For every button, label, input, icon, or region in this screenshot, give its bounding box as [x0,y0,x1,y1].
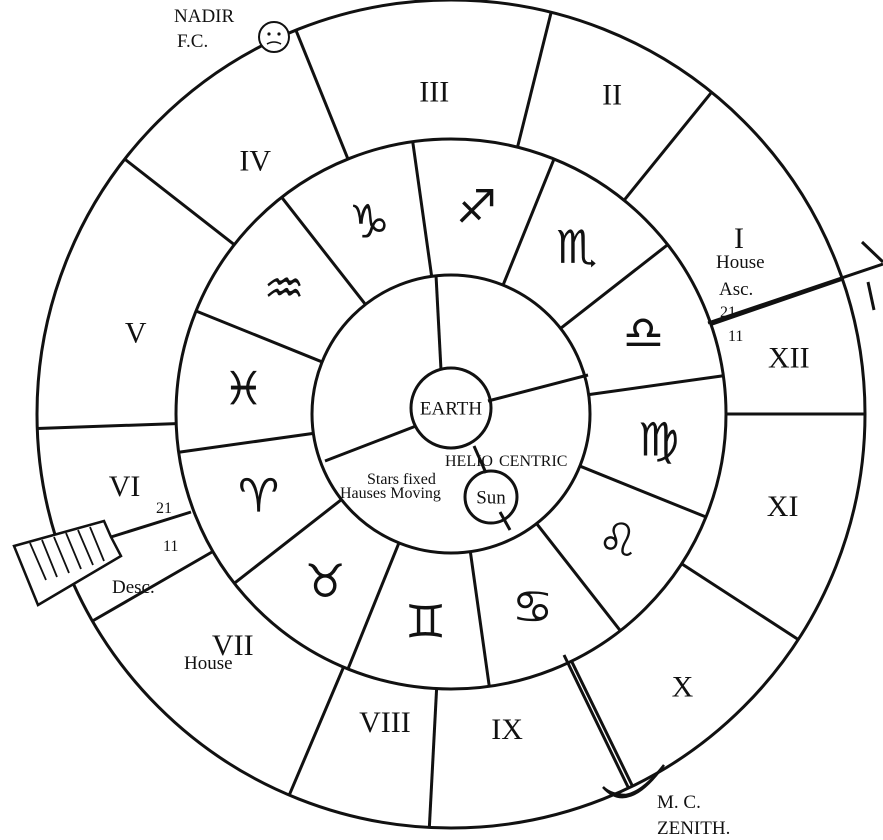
house-cusp-line [518,12,552,147]
house-number-XI: XI [767,490,799,523]
asc-degree: 21 [720,304,736,321]
sign-boundary-line [470,552,489,687]
sign-boundary-line [179,433,314,452]
hauses-moving-label: Hauses Moving [340,485,441,502]
cancer-icon: ♋ [512,579,553,633]
house-number-II: II [602,79,622,112]
house-number-IX: IX [491,713,523,746]
nadir-label: NADIR [174,6,234,27]
sign-boundary-line [348,543,399,669]
desc-label: Desc. [112,577,155,598]
house-number-X: X [672,671,694,704]
house-number-III: III [419,75,449,108]
centric-label: CENTRIC [499,453,567,470]
pisces-icon: ♓ [223,362,264,416]
libra-icon: ♎ [623,305,664,359]
house-number-XII: XII [768,341,810,374]
aries-icon: ♈ [238,469,279,523]
desc-minute: 11 [163,538,178,555]
asc-label: Asc. [719,279,753,300]
aquarius-icon: ♒ [263,261,304,315]
sign-boundary-line [196,311,322,362]
capricorn-icon: ♑ [349,195,390,249]
midheaven-line [564,655,628,787]
sign-boundary-line [503,159,554,285]
zenith-moon-icon [603,765,664,797]
sun-label: Sun [476,487,506,508]
house-cusp-line [682,564,799,640]
scorpio-icon: ♏ [556,220,597,274]
desc-degree: 21 [156,500,172,517]
earth-label: EARTH [420,398,482,419]
house-number-VI: VI [109,470,141,503]
sign-boundary-line [589,376,724,395]
house-cusp-lines [37,12,865,827]
descendant-line [111,512,191,537]
house-cusp-line [572,661,633,786]
inner-divider-right [488,375,588,401]
house-cusp-line [289,667,343,795]
virgo-icon: ♍ [638,412,679,466]
gemini-icon: ♊ [405,594,446,648]
house-cusp-line [37,424,176,429]
nadir-face-icon [259,22,289,52]
sign-boundary-line [413,142,432,277]
house-cusp-line [624,92,711,200]
inner-divider-top [436,275,441,370]
house-number-IV: IV [239,144,271,177]
inner-divider-left [325,426,416,461]
mc-label: M. C. [657,792,701,813]
helio-label: HELIO [445,453,493,470]
house-number-V: V [125,316,147,349]
house-number-I: I [734,222,744,255]
sagittarius-icon: ♐ [456,180,497,234]
leo-icon: ♌ [597,513,638,567]
house-label-bottom: House [184,653,233,674]
sign-boundary-line [580,466,706,517]
house-cusp-line [296,30,348,159]
asc-minute: 11 [728,328,743,345]
descendant-arrow-icon [14,521,121,605]
ascendant-arrow-icon [862,242,883,310]
fc-label: F.C. [177,31,208,52]
house-cusp-line [125,159,235,245]
taurus-icon: ♉ [305,554,346,608]
house-number-VIII: VIII [359,706,411,739]
zenith-label: ZENITH. [657,818,730,839]
house-cusp-line [429,689,436,828]
house-label-top: House [716,252,765,273]
